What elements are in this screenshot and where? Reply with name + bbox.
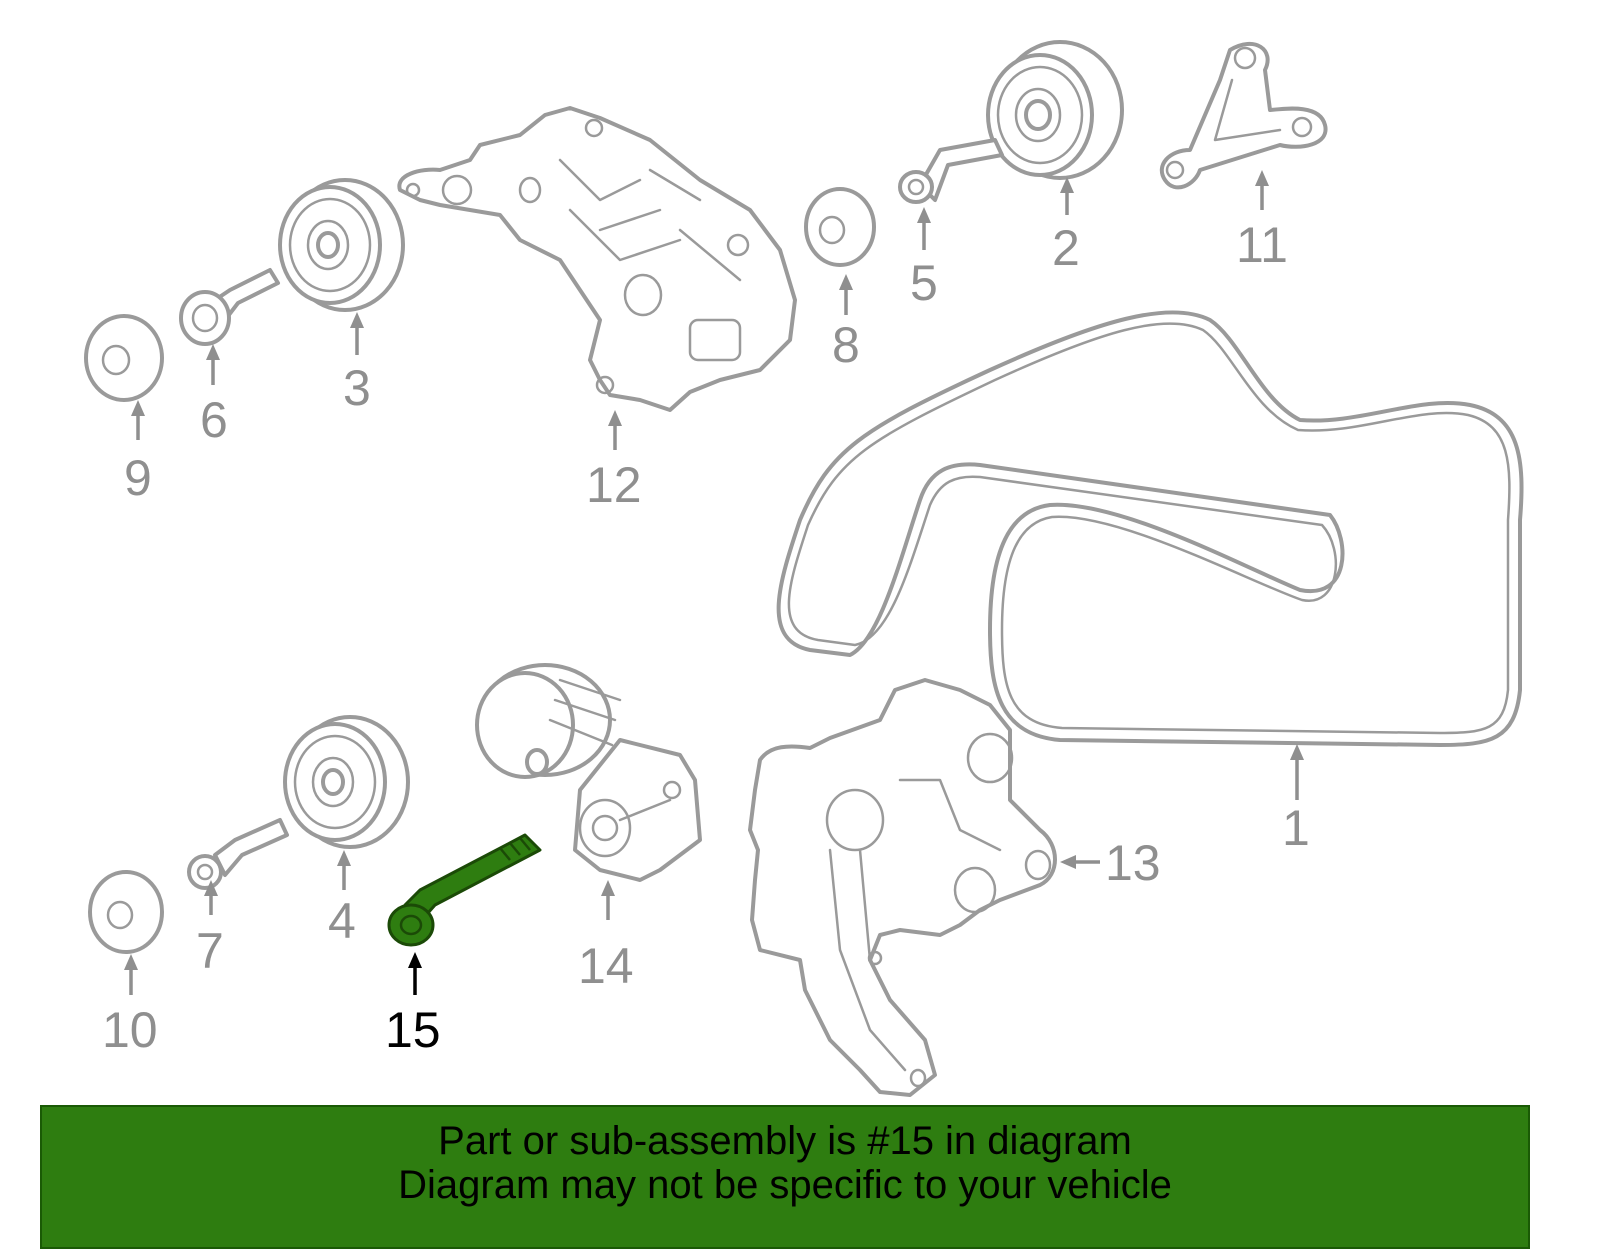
- callout-13: 13: [1105, 835, 1161, 891]
- part-8-cap[interactable]: [804, 187, 876, 267]
- callout-11: 11: [1236, 217, 1288, 273]
- callout-6: 6: [200, 392, 228, 448]
- banner-line-1: Part or sub-assembly is #15 in diagram: [438, 1119, 1132, 1163]
- part-11-bracket[interactable]: [1159, 42, 1328, 190]
- part-2-idler-pulley[interactable]: [986, 40, 1124, 180]
- part-6-bolt[interactable]: [179, 268, 280, 346]
- part-12-mounting-bracket[interactable]: [397, 106, 797, 412]
- callout-9: 9: [124, 450, 152, 506]
- callout-12: 12: [586, 457, 642, 513]
- part-5-bolt[interactable]: [898, 138, 1004, 204]
- part-13-accessory-bracket[interactable]: [748, 678, 1057, 1097]
- callout-5: 5: [910, 255, 938, 311]
- callout-15: 15: [385, 1002, 441, 1058]
- callout-8: 8: [832, 317, 860, 373]
- part-info-banner: Part or sub-assembly is #15 in diagram D…: [40, 1105, 1530, 1249]
- part-7-bolt[interactable]: [187, 818, 289, 890]
- callout-3: 3: [343, 360, 371, 416]
- part-14-belt-tensioner[interactable]: [475, 663, 702, 882]
- callout-1: 1: [1282, 800, 1310, 856]
- part-10-cap[interactable]: [88, 870, 164, 954]
- callout-4: 4: [328, 893, 356, 949]
- part-4-idler-pulley[interactable]: [283, 715, 410, 849]
- part-3-idler-pulley[interactable]: [278, 178, 405, 312]
- part-15-bolt[interactable]: [387, 833, 542, 947]
- callout-7: 7: [196, 923, 224, 979]
- callout-14: 14: [578, 938, 634, 994]
- banner-line-2: Diagram may not be specific to your vehi…: [398, 1163, 1172, 1207]
- callout-2: 2: [1052, 220, 1080, 276]
- part-9-cap[interactable]: [84, 314, 164, 402]
- part-1-serpentine-belt[interactable]: [776, 310, 1524, 747]
- callout-10: 10: [102, 1002, 158, 1058]
